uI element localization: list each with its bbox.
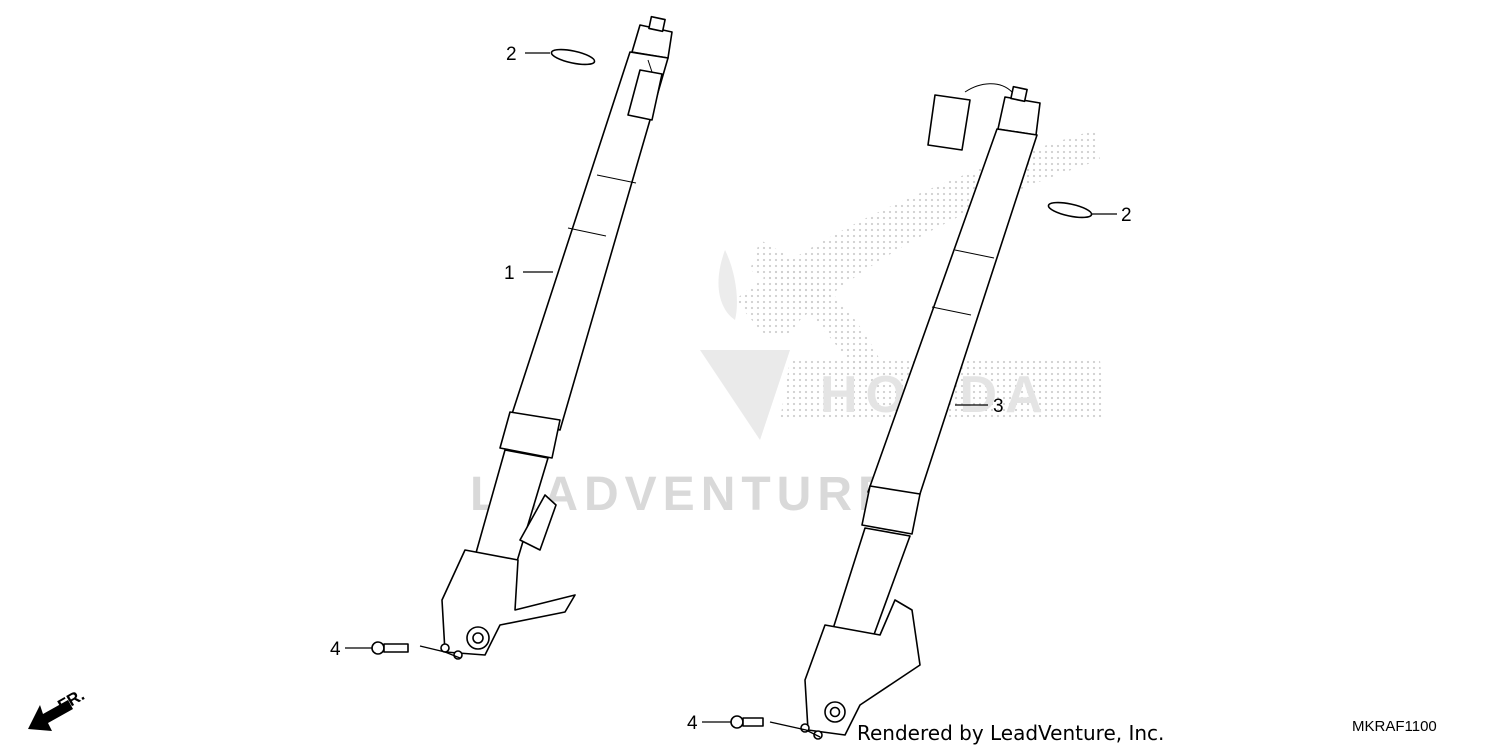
fork-assembly-right[interactable] bbox=[800, 83, 1041, 740]
o-ring-right[interactable] bbox=[1047, 200, 1093, 221]
front-direction-arrow-icon bbox=[28, 700, 73, 731]
callout-4-right: 4 bbox=[687, 713, 698, 734]
o-ring-left[interactable] bbox=[550, 47, 596, 68]
callout-2-left: 2 bbox=[506, 44, 517, 65]
bolt-left[interactable] bbox=[371, 641, 409, 655]
diagram-code: MKRAF1100 bbox=[1352, 718, 1437, 735]
callout-2-right: 2 bbox=[1121, 205, 1132, 226]
callout-1: 1 bbox=[504, 263, 515, 284]
render-credit: Rendered by LeadVenture, Inc. bbox=[857, 721, 1164, 745]
fork-assembly-left[interactable] bbox=[440, 15, 673, 660]
callout-4-left: 4 bbox=[330, 639, 341, 660]
callout-3: 3 bbox=[993, 396, 1004, 417]
bolt-right[interactable] bbox=[730, 715, 764, 729]
leader-line-4d-fork bbox=[769, 721, 821, 738]
leader-line-4b-fork bbox=[419, 645, 461, 659]
